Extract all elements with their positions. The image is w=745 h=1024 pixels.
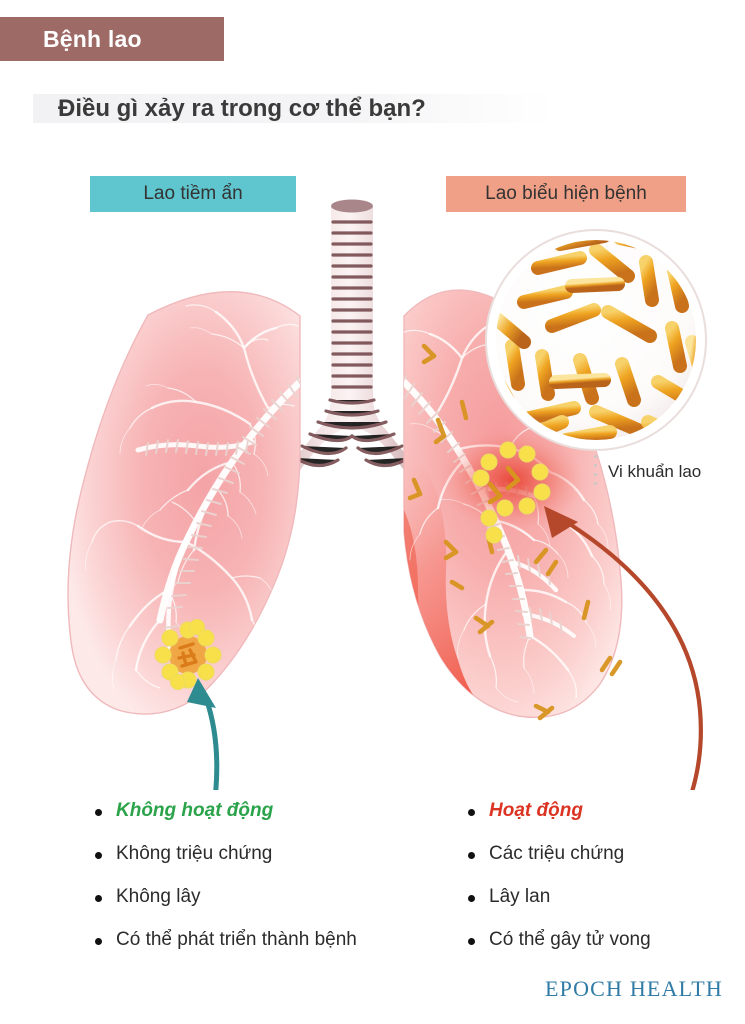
bullet-icon bbox=[95, 851, 102, 859]
list-item-label: Lây lan bbox=[489, 885, 551, 907]
list-item: Có thể gây tử vong bbox=[468, 929, 738, 951]
list-item: Không triệu chứng bbox=[95, 843, 425, 865]
list-item-label: Không lây bbox=[116, 885, 201, 907]
subtitle-band: Điều gì xảy ra trong cơ thể bạn? bbox=[33, 94, 553, 123]
callout-leader bbox=[594, 455, 597, 489]
list-active: Hoạt động Các triệu chứng Lây lan Có thể… bbox=[468, 800, 738, 971]
granuloma-latent bbox=[154, 619, 222, 690]
bullet-icon bbox=[468, 937, 475, 945]
bacteria-in-lung bbox=[407, 343, 623, 721]
arrow-latent bbox=[187, 678, 220, 790]
lung-latent bbox=[67, 291, 301, 790]
bullet-icon bbox=[95, 894, 102, 902]
list-item: Lây lan bbox=[468, 886, 738, 908]
list-item-label: Các triệu chứng bbox=[489, 842, 625, 864]
list-latent: Không hoạt động Không triệu chứng Không … bbox=[95, 800, 425, 971]
section-label-active: Lao biểu hiện bệnh bbox=[446, 176, 686, 212]
bullet-icon bbox=[95, 937, 102, 945]
list-item-label: Hoạt động bbox=[489, 800, 583, 821]
bullet-icon bbox=[468, 894, 475, 902]
section-label-active-text: Lao biểu hiện bệnh bbox=[485, 183, 647, 204]
bullet-icon bbox=[468, 809, 475, 816]
subtitle: Điều gì xảy ra trong cơ thể bạn? bbox=[58, 94, 426, 122]
lung-illustration bbox=[67, 199, 707, 790]
bullet-icon bbox=[468, 851, 475, 859]
brand-logo: EPOCH HEALTH bbox=[545, 976, 723, 1001]
section-label-latent-text: Lao tiềm ẩn bbox=[143, 183, 243, 204]
trachea-icon bbox=[292, 199, 412, 480]
list-item-label: Có thể phát triển thành bệnh bbox=[116, 928, 357, 950]
title-banner: Bệnh lao bbox=[0, 17, 224, 61]
list-item: Hoạt động bbox=[468, 800, 738, 822]
bacteria-magnifier bbox=[485, 229, 707, 451]
callout-bacteria-label: Vi khuẩn lao bbox=[608, 462, 701, 482]
page-title: Bệnh lao bbox=[43, 25, 142, 52]
section-label-latent: Lao tiềm ẩn bbox=[90, 176, 296, 212]
list-item-label: Có thể gây tử vong bbox=[489, 928, 651, 950]
list-item: Không lây bbox=[95, 886, 425, 908]
callout-bacteria-text: Vi khuẩn lao bbox=[608, 462, 702, 481]
list-item: Có thể phát triển thành bệnh bbox=[95, 929, 425, 951]
granuloma-active bbox=[438, 428, 586, 544]
list-item: Không hoạt động bbox=[95, 800, 425, 822]
list-item-label: Không hoạt động bbox=[116, 800, 274, 821]
arrow-active bbox=[544, 506, 703, 790]
bullet-icon bbox=[95, 809, 102, 816]
list-item-label: Không triệu chứng bbox=[116, 842, 273, 864]
list-item: Các triệu chứng bbox=[468, 843, 738, 865]
